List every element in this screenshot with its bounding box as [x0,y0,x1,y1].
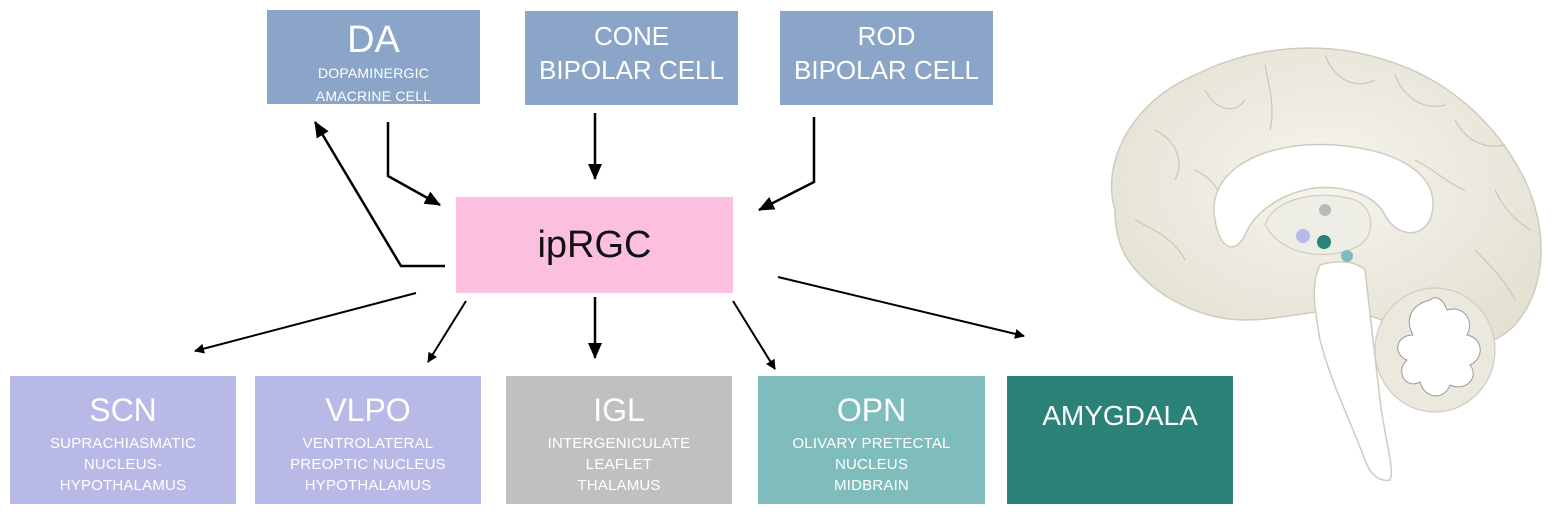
arrow-iprgc-to-da [313,121,445,268]
opn-marker [1341,250,1353,262]
arrow-iprgc-to-amygdala [777,276,1025,339]
amygdala-node: AMYGDALA [1007,376,1233,504]
igl-node: IGL INTERGENICULATE LEAFLET THALAMUS [506,376,732,504]
scn-subtitle-line-2: NUCLEUS- [83,456,163,473]
scn-node: SCN SUPRACHIASMATIC NUCLEUS- HYPOTHALAMU… [10,376,236,504]
vlpo-node: VLPO VENTROLATERAL PREOPTIC NUCLEUS HYPO… [255,376,481,504]
iprgc-node: ipRGC [456,197,733,293]
igl-marker [1319,204,1331,216]
scn-vlpo-marker [1296,229,1310,243]
opn-subtitle-line-2: NUCLEUS [834,456,909,473]
da-node: DA DOPAMINERGIC AMACRINE CELL [267,10,480,104]
corpus-callosum [1213,143,1434,248]
rod-title: ROD [857,21,916,51]
cone-bipolar-node: CONE BIPOLAR CELL [525,11,738,105]
iprgc-title: ipRGC [537,224,652,266]
opn-subtitle-line-1: OLIVARY PRETECTAL [792,435,951,452]
amygdala-marker [1317,235,1331,249]
igl-title: IGL [593,392,645,428]
arrow-iprgc-to-scn [194,292,417,354]
rod-bipolar-node: ROD BIPOLAR CELL [780,11,993,105]
opn-node: OPN OLIVARY PRETECTAL NUCLEUS MIDBRAIN [758,376,985,504]
scn-subtitle-line-3: HYPOTHALAMUS [59,477,187,494]
opn-title: OPN [836,392,907,428]
scn-subtitle-line-1: SUPRACHIASMATIC [49,435,197,452]
arrow-da-to-iprgc [386,122,441,207]
arbor-vitae [1397,297,1481,397]
vlpo-subtitle-line-2: PREOPTIC NUCLEUS [290,456,446,473]
vlpo-title: VLPO [325,392,411,428]
brainstem [1313,260,1393,482]
brain-sagittal-illustration [1110,47,1542,482]
gyri-lines [1134,54,1531,301]
igl-subtitle-line-1: INTERGENICULATE [547,435,691,452]
arrow-iprgc-to-opn [732,300,776,370]
igl-subtitle-line-3: THALAMUS [577,477,661,494]
da-title: DA [347,19,400,61]
igl-subtitle-line-2: LEAFLET [585,456,653,473]
vlpo-subtitle-line-3: HYPOTHALAMUS [304,477,432,494]
thalamus-region [1264,194,1372,256]
cone-subtitle: BIPOLAR CELL [539,55,724,85]
vlpo-subtitle-line-1: VENTROLATERAL [302,435,434,452]
arrow-iprgc-to-vlpo [427,300,467,363]
arrow-rod-to-iprgc [758,117,816,212]
da-subtitle-line-2: AMACRINE CELL [315,88,432,104]
opn-subtitle-line-3: MIDBRAIN [834,477,909,494]
scn-title: SCN [89,392,157,428]
da-subtitle-line-1: DOPAMINERGIC [317,65,430,81]
amygdala-title: AMYGDALA [1042,400,1198,431]
cone-title: CONE [593,21,670,51]
rod-subtitle: BIPOLAR CELL [794,55,979,85]
